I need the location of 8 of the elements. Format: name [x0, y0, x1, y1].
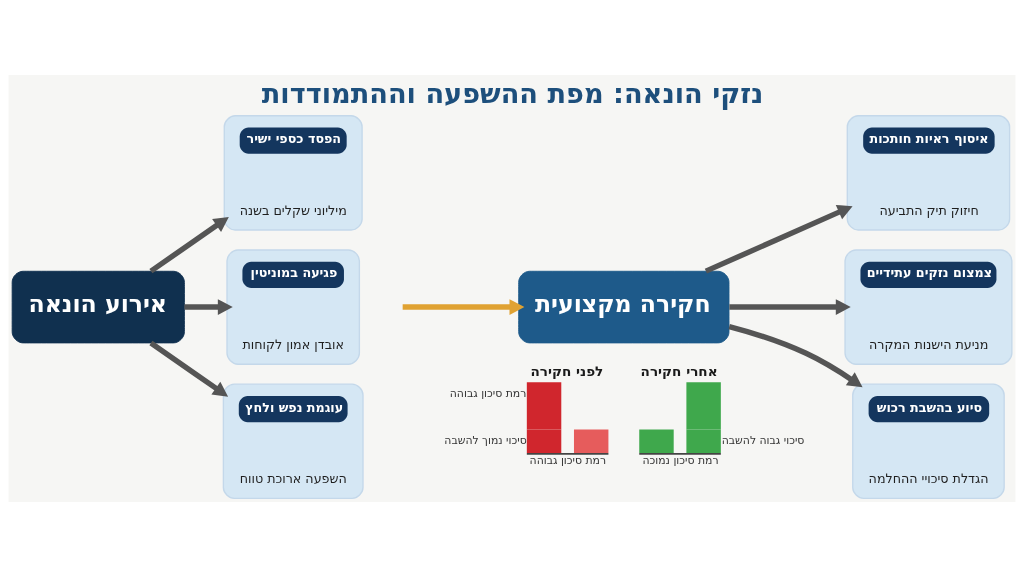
label: לפני חקירה [530, 362, 604, 379]
label: רמת סיכון גבוהה [529, 453, 607, 467]
diagram-title: נזקי הונאה: מפת ההשפעה וההתמודדות [261, 77, 764, 109]
label: אחרי חקירה [640, 362, 718, 379]
label: רמת סיכון גבוהה [449, 386, 527, 400]
label: סיכוי נמוך להשבה [444, 433, 527, 447]
label: סיכוי גבוה להשבה [721, 433, 805, 447]
label: רמת סיכון נמוכה [642, 453, 719, 467]
